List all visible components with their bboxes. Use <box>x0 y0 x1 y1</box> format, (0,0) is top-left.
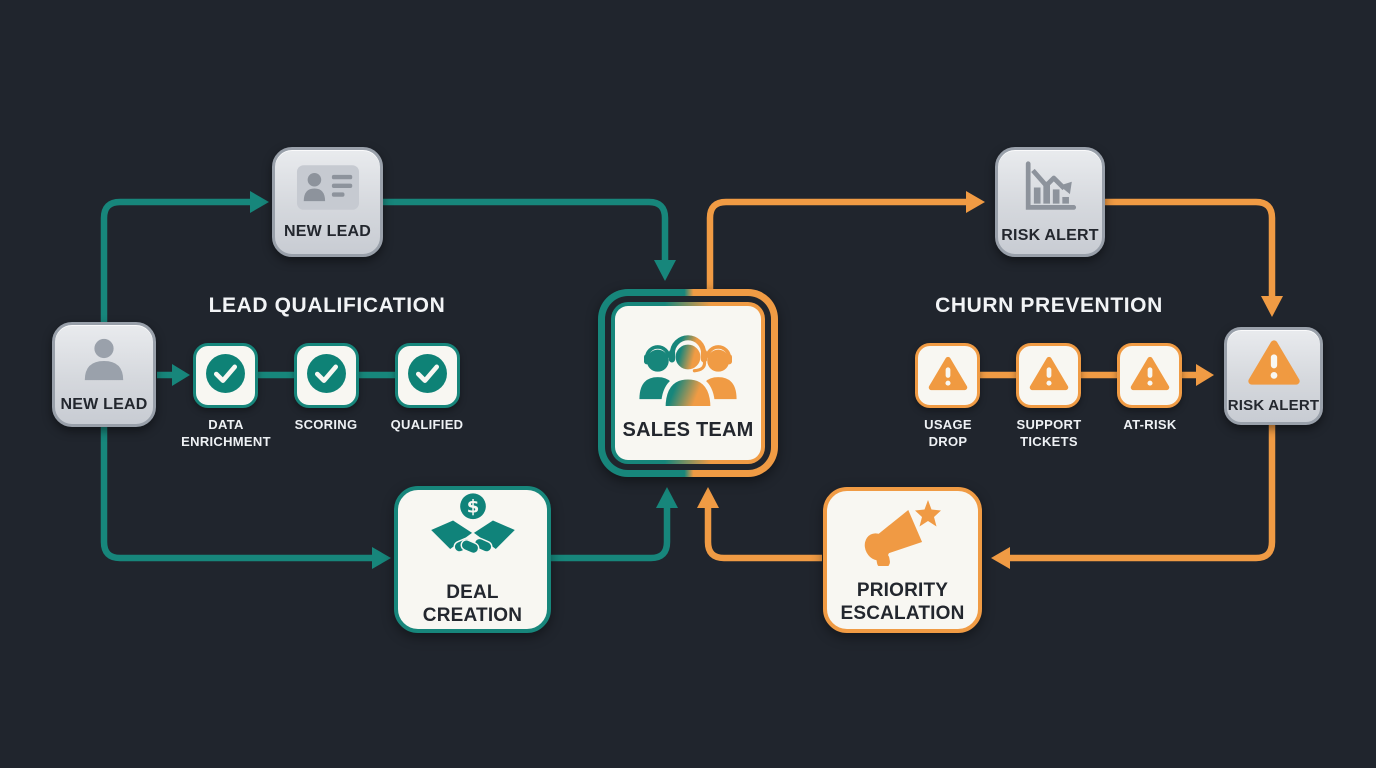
id-card-icon <box>296 164 360 216</box>
svg-text:$: $ <box>466 496 479 517</box>
step-label-data-enrichment: DATA ENRICHMENT <box>181 417 271 449</box>
node-label: DEAL CREATION <box>422 581 523 626</box>
declining-chart-icon <box>1020 160 1080 220</box>
node-label: NEW LEAD <box>284 222 371 240</box>
step-qualified <box>395 343 460 408</box>
step-label-support-tickets: SUPPORT TICKETS <box>1016 417 1082 449</box>
node-label: RISK ALERT <box>1001 226 1099 244</box>
teal-arrowheads <box>172 191 678 569</box>
check-icon <box>306 353 347 399</box>
step-usage-drop <box>915 343 980 408</box>
risk-alert-right-node: RISK ALERT <box>1224 327 1323 425</box>
megaphone-star-icon <box>859 494 947 571</box>
step-support-tickets <box>1016 343 1081 408</box>
step-label-at-risk: AT-RISK <box>1123 417 1177 432</box>
step-data-enrichment <box>193 343 258 408</box>
check-icon <box>407 353 448 399</box>
new-lead-top-node: NEW LEAD <box>272 147 383 257</box>
person-icon <box>79 336 129 389</box>
step-scoring <box>294 343 359 408</box>
warning-icon <box>1028 355 1070 397</box>
step-label-scoring: SCORING <box>294 417 358 432</box>
node-label: NEW LEAD <box>60 395 148 413</box>
sales-team-node: SALES TEAM <box>598 289 778 477</box>
team-headset-icon <box>632 324 744 417</box>
node-label: PRIORITY ESCALATION <box>840 580 965 624</box>
warning-icon <box>1129 355 1171 397</box>
orange-arrowheads <box>697 191 1283 569</box>
risk-alert-top-node: RISK ALERT <box>995 147 1105 257</box>
warning-icon <box>927 355 969 397</box>
node-label: RISK ALERT <box>1227 397 1320 414</box>
new-lead-source-node: NEW LEAD <box>52 322 156 427</box>
lead-qualification-title: LEAD QUALIFICATION <box>208 294 446 317</box>
node-label: SALES TEAM <box>622 419 754 441</box>
handshake-dollar-icon: $ <box>427 492 519 573</box>
priority-escalation-node: PRIORITY ESCALATION <box>823 487 982 633</box>
warning-icon <box>1246 338 1302 392</box>
step-label-qualified: QUALIFIED <box>390 417 464 432</box>
churn-prevention-title: CHURN PREVENTION <box>935 294 1163 317</box>
check-icon <box>205 353 246 399</box>
step-label-usage-drop: USAGE DROP <box>924 417 972 449</box>
step-at-risk <box>1117 343 1182 408</box>
deal-creation-node: $ DEAL CREATION <box>394 486 551 633</box>
